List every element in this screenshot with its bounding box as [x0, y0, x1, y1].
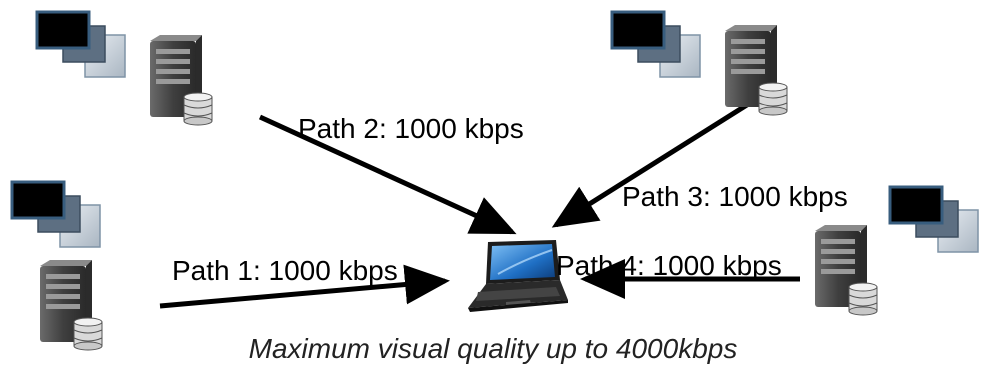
- server-icon: [150, 35, 213, 126]
- window-stack-icon: [35, 10, 126, 78]
- server-icon: [725, 25, 788, 116]
- arrow-path-1: [159, 264, 450, 309]
- source-group-1: [35, 10, 213, 126]
- path-2-label: Path 2: 1000 kbps: [298, 113, 524, 144]
- arrow-path-3: [551, 100, 752, 228]
- path-1-label: Path 1: 1000 kbps: [172, 255, 398, 286]
- laptop-icon: [468, 240, 568, 312]
- server-icon: [40, 260, 103, 351]
- disk-icon: [758, 82, 788, 116]
- source-group-4: [815, 185, 979, 316]
- disk-icon: [183, 92, 213, 126]
- path-3-label: Path 3: 1000 kbps: [622, 181, 848, 212]
- diagram-caption: Maximum visual quality up to 4000kbps: [248, 333, 738, 364]
- disk-icon: [848, 282, 878, 316]
- source-group-3: [10, 180, 103, 351]
- source-group-2: [610, 10, 788, 116]
- window-stack-icon: [10, 180, 101, 248]
- arrow-path-2: [258, 114, 517, 235]
- path-4-label: Path 4: 1000 kbps: [556, 250, 782, 281]
- window-stack-icon: [888, 185, 979, 253]
- disk-icon: [73, 317, 103, 351]
- server-icon: [815, 225, 878, 316]
- window-stack-icon: [610, 10, 701, 78]
